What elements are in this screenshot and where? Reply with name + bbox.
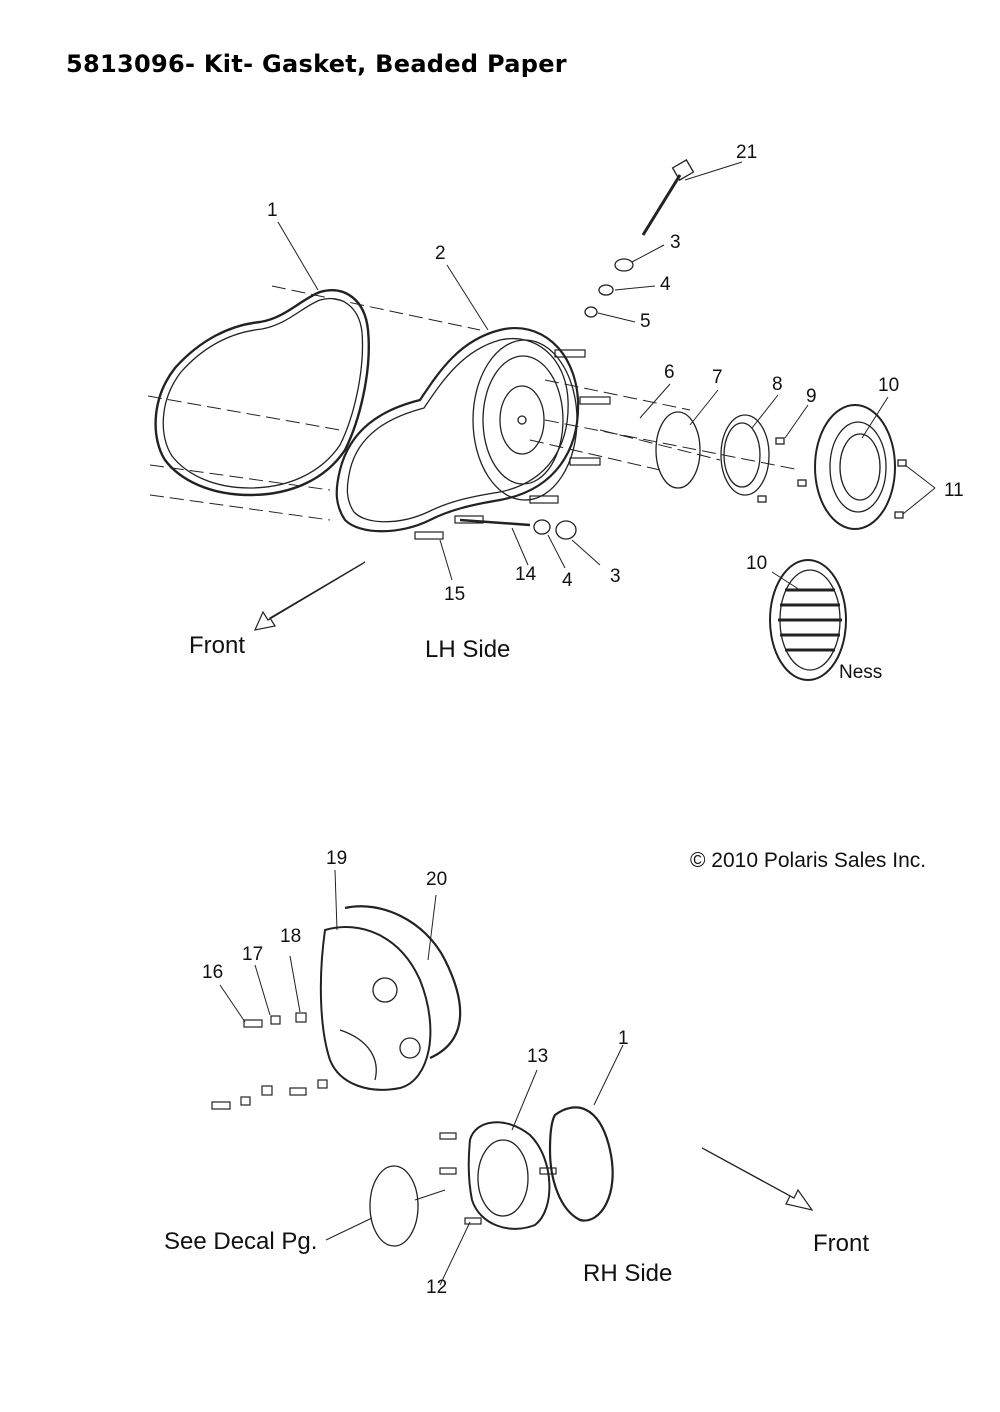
callout-4: 4 — [660, 274, 671, 295]
callout-9: 9 — [806, 386, 817, 407]
callout-8: 8 — [772, 374, 783, 395]
page-title: 5813096- Kit- Gasket, Beaded Paper — [66, 50, 567, 78]
seal-lower — [555, 520, 577, 540]
screw-9c — [757, 495, 767, 503]
decal-circle — [369, 1165, 419, 1247]
derby-ring — [720, 414, 770, 496]
derby-cover — [814, 404, 896, 530]
shaft-14 — [459, 518, 531, 527]
callout-5: 5 — [640, 311, 651, 332]
alignment-lines — [147, 285, 801, 521]
primary-cover — [335, 327, 580, 533]
callout-7: 7 — [712, 367, 723, 388]
callout-1-rh: 1 — [618, 1028, 629, 1049]
bushing-upper — [598, 284, 614, 296]
cover-plate — [467, 1121, 551, 1230]
callout-10-ness: 10 — [746, 553, 768, 574]
front-arrow-rh — [701, 1147, 814, 1211]
ring-upper — [584, 306, 598, 318]
screw-9 — [775, 437, 785, 445]
decal-label: See Decal Pg. — [164, 1228, 318, 1255]
copyright: © 2010 Polaris Sales Inc. — [690, 849, 927, 872]
front-arrow-lh — [253, 561, 366, 631]
lh-side-label: LH Side — [425, 636, 511, 663]
callout-1: 1 — [267, 200, 278, 221]
cam-cover — [319, 926, 432, 1091]
callout-21: 21 — [736, 142, 758, 163]
bushing-lower — [533, 519, 551, 535]
leader-lines-bottom — [219, 869, 624, 1286]
callout-14: 14 — [515, 564, 537, 585]
callout-18: 18 — [280, 926, 302, 947]
ness-cover — [769, 559, 847, 681]
screw-9b — [797, 479, 807, 487]
screw-11b — [894, 511, 904, 519]
callout-16: 16 — [202, 962, 224, 983]
cover-bolts — [414, 349, 611, 540]
gasket-rh — [548, 1106, 614, 1222]
cam-gasket — [344, 905, 462, 1060]
leader-lines-top — [277, 161, 936, 591]
callout-3: 3 — [670, 232, 681, 253]
plate-screws — [439, 1132, 557, 1225]
gasket-lh — [154, 289, 370, 497]
derby-gasket — [655, 411, 701, 489]
shift-shaft — [641, 159, 695, 236]
cam-fasteners — [211, 1012, 328, 1110]
ness-label: Ness — [839, 662, 883, 683]
callout-3-lower: 3 — [610, 566, 621, 587]
seal-upper — [614, 258, 634, 272]
callout-10: 10 — [878, 375, 900, 396]
callout-6: 6 — [664, 362, 675, 383]
screw-11a — [897, 459, 907, 467]
callout-11: 11 — [944, 480, 964, 501]
callout-12: 12 — [426, 1277, 448, 1298]
front-label-lh: Front — [189, 632, 246, 659]
callout-19: 19 — [326, 848, 348, 869]
callout-2: 2 — [435, 243, 446, 264]
callout-4-lower: 4 — [562, 570, 573, 591]
callout-20: 20 — [426, 869, 448, 890]
callout-15: 15 — [444, 584, 466, 605]
rh-side-label: RH Side — [583, 1260, 673, 1287]
callout-13: 13 — [527, 1046, 549, 1067]
front-label-rh: Front — [813, 1230, 870, 1257]
callout-17: 17 — [242, 944, 264, 965]
